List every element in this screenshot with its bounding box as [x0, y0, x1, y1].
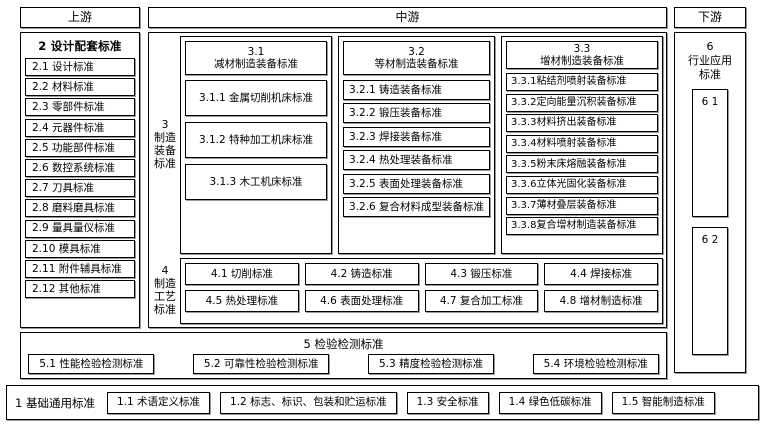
section5-items: 5.1 性能检验检测标准 5.2 可靠性检验检测标准 5.3 精度检验检测标准 …	[27, 354, 660, 374]
section1-title: 1 基础通用标准	[15, 395, 95, 410]
group4-row-1: 4.1 切削标准 4.2 铸造标准 4.3 锻压标准 4.4 焊接标准	[185, 263, 658, 285]
section5-title: 5 检验检测标准	[303, 337, 384, 351]
header-upstream: 上游	[20, 7, 140, 28]
subgroup-3-2-name: 等材制造装备标准	[374, 58, 459, 70]
item-3-2-2[interactable]: 3.2.2 锻压装备标准	[343, 103, 490, 124]
upstream-panel: 2 设计配套标准 2.1 设计标准 2.2 材料标准 2.3 零部件标准 2.4…	[20, 32, 140, 328]
item-3-3-8[interactable]: 3.3.8复合增材制造装备标准	[506, 217, 658, 236]
subgroup-3-2-header: 3.2 等材制造装备标准	[343, 41, 490, 75]
subgroup-3-3-number: 3.3	[573, 42, 591, 55]
item-3-3-6[interactable]: 3.3.6立体光固化装备标准	[506, 175, 658, 194]
item-3-2-6[interactable]: 3.2.6 复合材料成型装备标准	[343, 196, 490, 217]
subgroup-3-2-number: 3.2	[408, 45, 425, 58]
section5-panel: 5 检验检测标准 5.1 性能检验检测标准 5.2 可靠性检验检测标准 5.3 …	[20, 332, 667, 379]
upstream-item-5[interactable]: 2.5 功能部件标准	[25, 138, 135, 157]
item-3-3-5[interactable]: 3.3.5粉末床熔融装备标准	[506, 155, 658, 174]
upstream-item-10[interactable]: 2.10 模具标准	[25, 239, 135, 258]
group3-columns: 3.1 减材制造装备标准 3.1.1 金属切削机床标准 3.1.2 特种加工机床…	[180, 36, 663, 254]
item-4-3[interactable]: 4.3 锻压标准	[424, 263, 539, 285]
upstream-item-1[interactable]: 2.1 设计标准	[25, 58, 135, 76]
upstream-item-8[interactable]: 2.8 磨料磨具标准	[25, 199, 135, 218]
item-3-3-2[interactable]: 3.3.2定向能量沉积装备标准	[506, 93, 658, 112]
header-upstream-label: 上游	[67, 9, 92, 24]
header-midstream: 中游	[148, 7, 667, 28]
item-5-3[interactable]: 5.3 精度检验检测标准	[368, 354, 495, 374]
header-downstream-label: 下游	[697, 9, 722, 24]
item-1-3[interactable]: 1.3 安全标准	[406, 391, 489, 414]
upstream-item-11[interactable]: 2.11 附件辅具标准	[25, 259, 135, 278]
header-midstream-label: 中游	[395, 9, 420, 24]
item-4-6[interactable]: 4.6 表面处理标准	[304, 290, 419, 312]
item-4-1[interactable]: 4.1 切削标准	[185, 263, 299, 285]
item-4-2[interactable]: 4.2 铸造标准	[304, 263, 419, 285]
midstream-panel: 3 制造 装备 标准 3.1 减材制造装备标准 3.1.1 金属切削机床标准 3…	[148, 32, 667, 328]
downstream-title: 6 行业应用 标准	[688, 40, 732, 81]
subgroup-3-3: 3.3 增材制造装备标准 3.3.1粘结剂喷射装备标准 3.3.2定向能量沉积装…	[501, 36, 663, 254]
item-4-8[interactable]: 4.8 增材制造标准	[544, 290, 658, 312]
subgroup-3-1-number: 3.1	[247, 45, 265, 58]
downstream-item-2[interactable]: 6 2	[692, 227, 728, 356]
subgroup-3-1-header: 3.1 减材制造装备标准	[185, 41, 327, 75]
item-3-2-4[interactable]: 3.2.4 热处理装备标准	[343, 150, 490, 171]
group4-panel: 4.1 切削标准 4.2 铸造标准 4.3 锻压标准 4.4 焊接标准 4.5 …	[180, 258, 663, 324]
item-3-3-3[interactable]: 3.3.3材料挤出装备标准	[506, 114, 658, 133]
downstream-panel: 6 行业应用 标准 6 1 6 2	[674, 32, 746, 373]
header-downstream: 下游	[674, 7, 746, 28]
subgroup-3-2: 3.2 等材制造装备标准 3.2.1 铸造装备标准 3.2.2 锻压装备标准 3…	[338, 36, 495, 254]
upstream-item-6[interactable]: 2.6 数控系统标准	[25, 158, 135, 177]
upstream-item-7[interactable]: 2.7 刀具标准	[25, 179, 135, 198]
item-3-3-4[interactable]: 3.3.4材料喷射装备标准	[506, 134, 658, 153]
item-3-2-1[interactable]: 3.2.1 铸造装备标准	[343, 80, 490, 100]
upstream-item-9[interactable]: 2.9 量具量仪标准	[25, 219, 135, 238]
item-3-1-1[interactable]: 3.1.1 金属切削机床标准	[185, 80, 327, 116]
item-3-1-3[interactable]: 3.1.3 木工机床标准	[185, 164, 327, 200]
item-4-7[interactable]: 4.7 复合加工标准	[424, 290, 539, 312]
section1-panel: 1 基础通用标准 1.1 术语定义标准 1.2 标志、标识、包装和贮运标准 1.…	[6, 385, 759, 420]
subgroup-3-3-name: 增材制造装备标准	[540, 55, 624, 67]
item-3-2-5[interactable]: 3.2.5 表面处理装备标准	[343, 173, 490, 194]
item-5-2[interactable]: 5.2 可靠性检验检测标准	[192, 354, 330, 374]
upstream-item-12[interactable]: 2.12 其他标准	[25, 280, 135, 299]
item-3-3-1[interactable]: 3.3.1粘结剂喷射装备标准	[506, 73, 658, 91]
item-1-1[interactable]: 1.1 术语定义标准	[106, 391, 211, 414]
upstream-item-3[interactable]: 2.3 零部件标准	[25, 98, 135, 117]
subgroup-3-1: 3.1 减材制造装备标准 3.1.1 金属切削机床标准 3.1.2 特种加工机床…	[180, 36, 332, 254]
item-1-4[interactable]: 1.4 绿色低碳标准	[498, 391, 602, 414]
item-5-4[interactable]: 5.4 环境检验检测标准	[532, 354, 659, 374]
subgroup-3-3-header: 3.3 增材制造装备标准	[506, 41, 658, 69]
upstream-item-4[interactable]: 2.4 元器件标准	[25, 118, 135, 137]
upstream-item-2[interactable]: 2.2 材料标准	[25, 78, 135, 97]
group3-side-label: 3 制造 装备 标准	[154, 118, 176, 170]
downstream-item-1[interactable]: 6 1	[692, 89, 728, 218]
upstream-title: 2 设计配套标准	[38, 39, 122, 53]
item-1-5[interactable]: 1.5 智能制造标准	[611, 391, 715, 414]
item-3-1-2[interactable]: 3.1.2 特种加工机床标准	[185, 122, 327, 158]
item-3-3-7[interactable]: 3.3.7薄材叠层装备标准	[506, 196, 658, 215]
item-4-5[interactable]: 4.5 热处理标准	[185, 290, 299, 312]
item-4-4[interactable]: 4.4 焊接标准	[544, 263, 658, 285]
group4-row-2: 4.5 热处理标准 4.6 表面处理标准 4.7 复合加工标准 4.8 增材制造…	[185, 290, 658, 312]
subgroup-3-1-name: 减材制造装备标准	[214, 58, 298, 70]
item-3-2-3[interactable]: 3.2.3 焊接装备标准	[343, 126, 490, 147]
group4-side-label: 4 制造 工艺 标准	[154, 264, 176, 316]
item-5-1[interactable]: 5.1 性能检验检测标准	[28, 354, 155, 374]
item-1-2[interactable]: 1.2 标志、标识、包装和贮运标准	[220, 391, 397, 414]
